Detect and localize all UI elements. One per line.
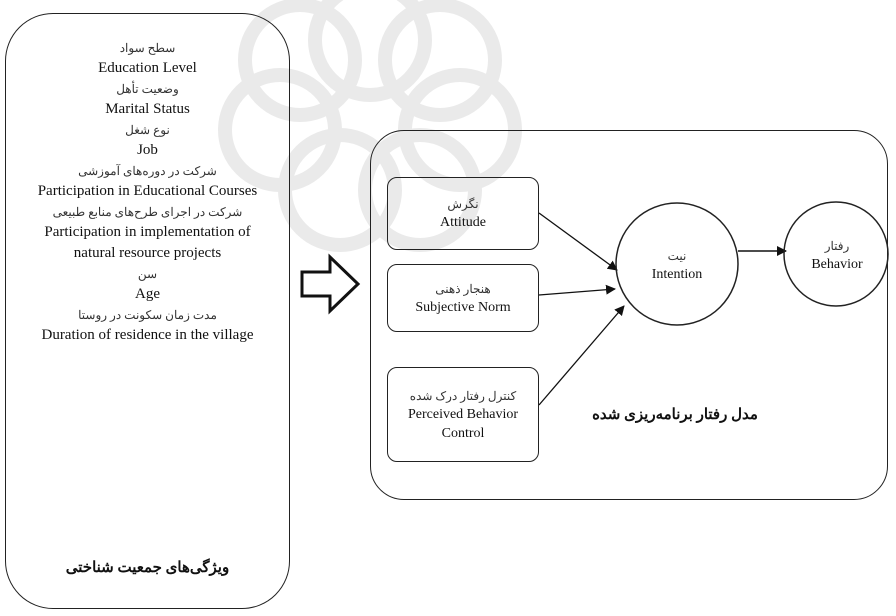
behavior-en: Behavior — [811, 256, 863, 272]
pbc-fa: کنترل رفتار درک شده — [409, 388, 517, 403]
demo-item-education: سطح سواد Education Level — [5, 38, 290, 79]
intention-circle — [615, 202, 739, 326]
demo-item-fa: مدت زمان سکونت در روستا — [78, 308, 217, 322]
perceived-behavior-control-box: کنترل رفتار درک شده Perceived Behavior C… — [387, 367, 539, 462]
demo-item-courses: شرکت در دوره‌های آموزشی Participation in… — [5, 161, 290, 202]
demo-item-fa: شرکت در دوره‌های آموزشی — [78, 164, 217, 178]
pbc-en: Perceived Behavior Control — [407, 406, 518, 441]
demo-item-fa: سن — [137, 267, 158, 281]
intention-label: نیت Intention — [626, 240, 728, 290]
arrow-attitude-intention — [538, 212, 618, 271]
demo-item-en: Duration of residence in the village — [41, 327, 254, 343]
arrow-pbc-intention — [538, 305, 625, 406]
hollow-flow-arrow — [300, 253, 361, 315]
behavior-circle — [783, 201, 889, 307]
demo-item-en: Marital Status — [105, 101, 190, 117]
behavior-label: رفتار Behavior — [794, 232, 880, 278]
tpb-model-panel — [370, 130, 888, 500]
attitude-fa: نگرش — [447, 197, 479, 211]
demo-item-fa: شرکت در اجرای طرح‌های منابع طبیعی — [52, 205, 243, 219]
demo-item-job: نوع شغل Job — [5, 120, 290, 161]
behavior-fa: رفتار — [824, 238, 850, 253]
arrow-norm-intention — [538, 284, 616, 296]
demographics-list: سطح سواد Education Level وضعیت تأهل Mari… — [5, 38, 290, 346]
demo-item-en: Participation in implementation of natur… — [44, 224, 251, 261]
subjective-norm-fa: هنجار ذهنی — [435, 281, 491, 296]
demo-item-fa: وضعیت تأهل — [116, 82, 179, 96]
subjective-norm-en: Subjective Norm — [415, 299, 511, 315]
demo-item-en: Age — [135, 286, 160, 302]
demo-item-projects: شرکت در اجرای طرح‌های منابع طبیعی Partic… — [5, 202, 290, 264]
intention-en: Intention — [651, 266, 703, 282]
demo-item-fa: نوع شغل — [125, 123, 170, 137]
demo-item-marital: وضعیت تأهل Marital Status — [5, 79, 290, 120]
attitude-box: نگرش Attitude — [387, 177, 539, 250]
demo-item-residence: مدت زمان سکونت در روستا Duration of resi… — [5, 305, 290, 346]
model-title: مدل رفتار برنامه‌ریزی شده — [592, 407, 758, 423]
intention-fa: نیت — [667, 248, 687, 263]
subjective-norm-box: هنجار ذهنی Subjective Norm — [387, 264, 539, 332]
demographics-panel — [5, 13, 290, 609]
demo-item-en: Education Level — [98, 60, 197, 76]
demo-item-age: سن Age — [5, 264, 290, 305]
demographics-title: ویژگی‌های جمعیت شناختی — [65, 560, 230, 576]
demo-item-en: Participation in Educational Courses — [37, 183, 258, 199]
demo-item-en: Job — [137, 142, 158, 158]
demo-item-fa: سطح سواد — [119, 41, 176, 55]
attitude-en: Attitude — [440, 215, 486, 230]
